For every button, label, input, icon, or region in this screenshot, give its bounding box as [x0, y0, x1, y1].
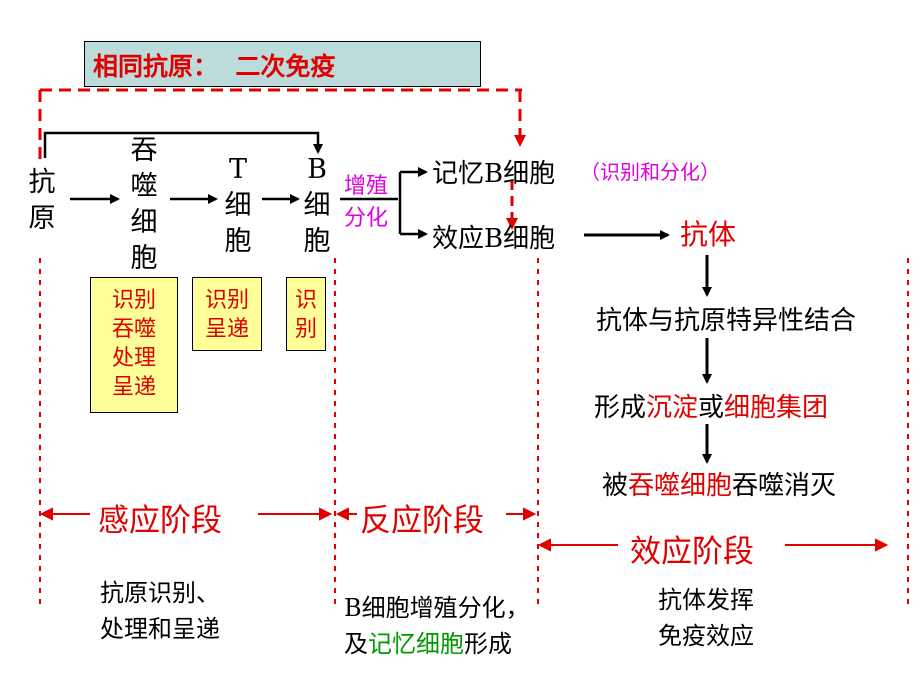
phagocyte-role-4: 呈递 — [111, 375, 156, 400]
effector-b-cell: 效应B细胞 — [432, 224, 556, 254]
note-effect-line1: 抗体发挥 — [658, 586, 754, 614]
phagocyte-role-3: 处理 — [111, 346, 156, 371]
phagocyte-role-1: 识别 — [111, 288, 156, 313]
note-reaction-prefix: 及 — [344, 630, 368, 658]
form-step-cell-cluster: 细胞集团 — [724, 393, 829, 423]
t-cell-role-box: 识别 呈递 — [192, 277, 262, 351]
note-reaction-line1: B细胞增殖分化， — [344, 594, 530, 622]
note-reaction-line2: 及记忆细胞形成 — [344, 626, 530, 662]
note-reaction: B细胞增殖分化， 及记忆细胞形成 — [344, 590, 530, 662]
stage-induction: 感应阶段 — [98, 503, 222, 539]
title-text: 相同抗原： 二次免疫 — [93, 52, 336, 81]
note-reaction-suffix: 形成 — [464, 630, 512, 658]
t-cell-role-1: 识别 — [204, 288, 249, 313]
form-step-prefix: 形成 — [594, 393, 647, 423]
t-cell-role-2: 呈递 — [204, 317, 249, 342]
antibody-label: 抗体 — [680, 218, 737, 251]
memory-b-cell: 记忆B细胞 — [432, 159, 556, 189]
phagocyte-role-box: 识别 吞噬 处理 呈递 — [90, 277, 178, 413]
b-cell-role-box: 识 别 — [286, 277, 326, 351]
stage-dividers — [39, 258, 909, 610]
note-induction-line1: 抗原识别、 — [100, 579, 220, 607]
engulf-step: 被吞噬细胞吞噬消灭 — [602, 465, 836, 502]
b-cell-role-2: 别 — [294, 317, 317, 342]
b-cell-role-1: 识 — [294, 288, 317, 313]
note-reaction-memory-cell: 记忆细胞 — [368, 630, 464, 658]
stage-reaction: 反应阶段 — [360, 503, 484, 539]
t-cell-label: T细胞 — [224, 154, 252, 257]
engulf-step-phagocyte: 吞噬细胞 — [628, 471, 733, 501]
secondary-immunity-path — [38, 88, 526, 230]
bind-step: 抗体与抗原特异性结合 — [596, 306, 857, 336]
form-step-or: 或 — [698, 393, 725, 423]
title-box: 相同抗原： 二次免疫 — [84, 41, 481, 87]
form-step: 形成沉淀或细胞集团 — [594, 387, 828, 424]
note-induction: 抗原识别、 处理和呈递 — [100, 575, 220, 647]
note-effect-line2: 免疫效应 — [658, 622, 754, 650]
differentiate-label: 分化 — [344, 206, 389, 231]
stage-arrows — [39, 507, 889, 552]
note-effect: 抗体发挥 免疫效应 — [658, 582, 754, 654]
antigen-label: 抗原 — [28, 167, 56, 234]
phagocyte-role-2: 吞噬 — [111, 317, 156, 342]
b-cell-label: B细胞 — [303, 154, 331, 257]
proliferate-label: 增殖 — [344, 174, 389, 199]
stage-effect: 效应阶段 — [630, 534, 754, 570]
note-induction-line2: 处理和呈递 — [100, 615, 220, 643]
engulf-step-prefix: 被 — [602, 471, 629, 501]
phagocyte-label: 吞噬细胞 — [130, 135, 158, 274]
engulf-step-suffix: 吞噬消灭 — [732, 471, 837, 501]
form-step-precipitate: 沉淀 — [646, 393, 699, 423]
antigen-to-b-cell-bracket — [43, 131, 323, 158]
memory-b-note: （识别和分化） — [580, 160, 720, 184]
